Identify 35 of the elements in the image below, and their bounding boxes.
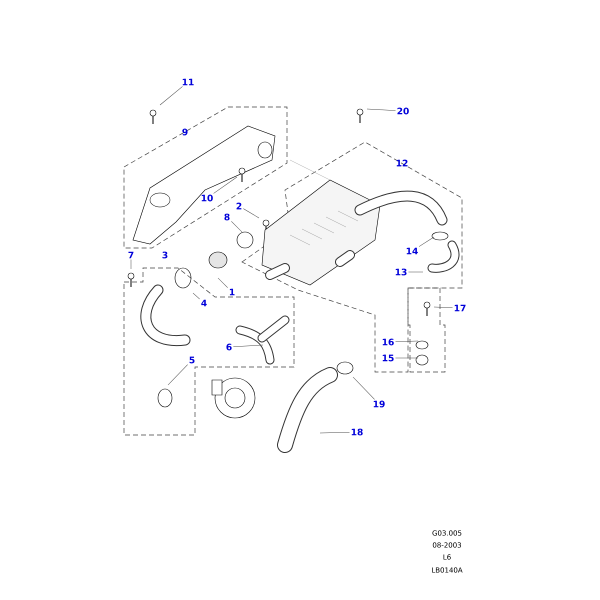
callout-number: 12 <box>396 160 408 166</box>
leader-line <box>168 364 188 386</box>
leader-line <box>130 259 132 270</box>
leader-line <box>320 432 350 434</box>
leader-line <box>418 236 434 247</box>
callout-number: 16 <box>382 338 394 346</box>
callout-number: 4 <box>201 300 207 306</box>
callout-number: 18 <box>352 428 363 436</box>
callout-number: 11 <box>182 78 194 86</box>
leader-line <box>352 376 375 400</box>
leader-line <box>395 340 418 342</box>
callout-number: 10 <box>202 194 213 202</box>
callout-number: 13 <box>396 268 407 276</box>
leader-line <box>213 176 238 194</box>
leader-line <box>434 306 453 308</box>
leader-line <box>243 208 260 218</box>
callout-number: 1 <box>230 288 235 296</box>
leader-line <box>231 221 242 232</box>
callout-number: 15 <box>382 354 394 362</box>
callout-number: 8 <box>224 214 230 220</box>
callout-number: 7 <box>128 252 134 258</box>
callout-number: 9 <box>182 128 188 136</box>
callout-number: 14 <box>406 248 418 254</box>
callout-number: 3 <box>162 252 168 258</box>
callout-number: 20 <box>397 108 409 114</box>
leader-line <box>366 108 396 111</box>
leader-line <box>233 344 264 347</box>
leader-line <box>160 86 183 106</box>
leader-line <box>192 292 200 300</box>
callout-number: 5 <box>190 356 194 364</box>
callout-number: 2 <box>236 202 242 210</box>
callout-number: 19 <box>374 400 385 408</box>
callout-number: 6 <box>226 344 232 350</box>
leader-line <box>218 278 228 288</box>
callout-number: 17 <box>454 304 466 312</box>
